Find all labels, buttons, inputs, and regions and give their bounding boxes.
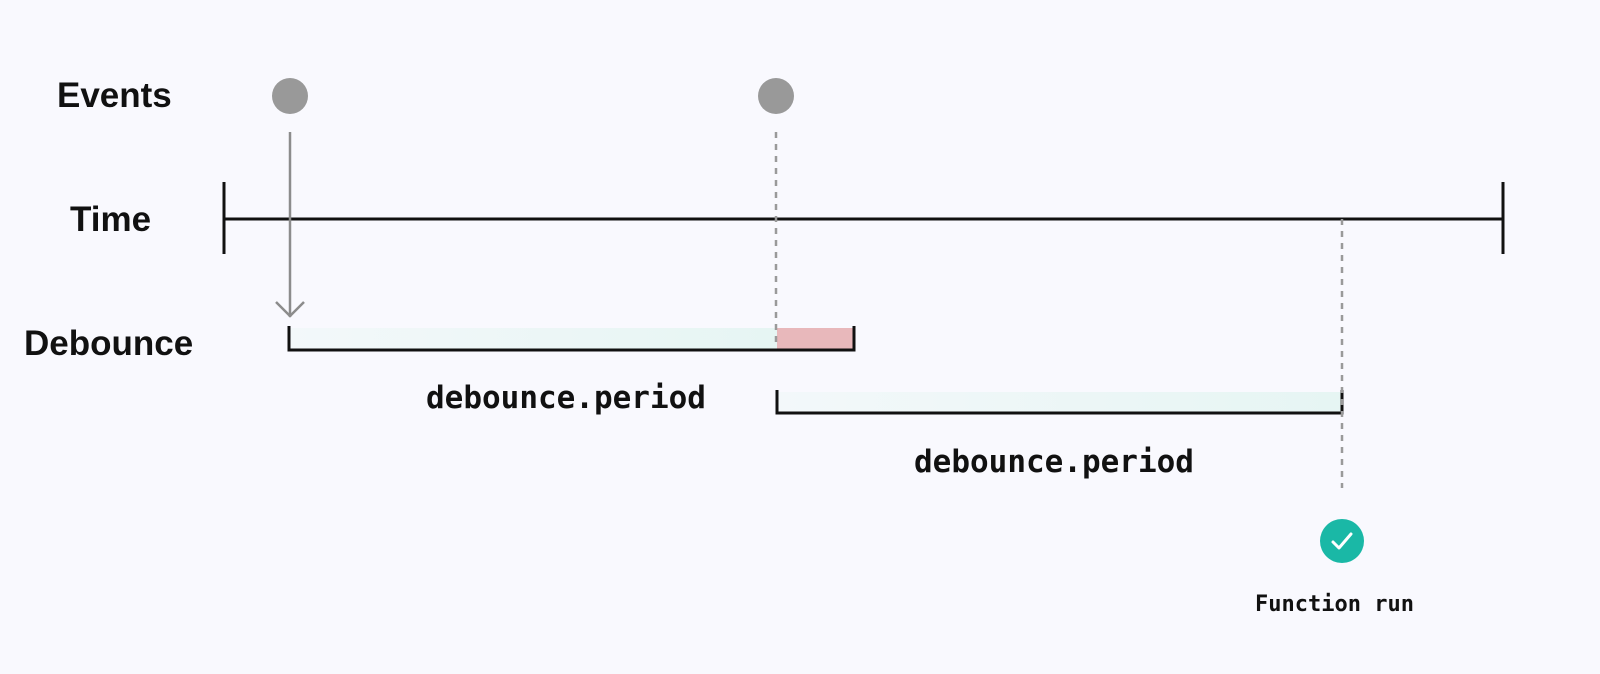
period-1-label: debounce.period [426, 380, 706, 416]
time-row-label: Time [70, 200, 152, 239]
time-axis [222, 182, 1505, 254]
check-icon [1320, 519, 1364, 563]
period-1-bracket [287, 326, 856, 352]
event-1-arrow [275, 132, 305, 318]
debounce-row-label: Debounce [24, 324, 194, 363]
events-row-label: Events [57, 76, 172, 115]
function-run-label: Function run [1255, 592, 1414, 617]
debounce-period-1 [287, 326, 856, 352]
overlap-segment [777, 328, 854, 350]
event-2-dot [758, 78, 794, 114]
debounce-period-2 [775, 390, 1344, 415]
period-1-fill [289, 328, 777, 350]
event-1-dot [272, 78, 308, 114]
period-2-fill [777, 392, 1342, 413]
period-2-label: debounce.period [914, 444, 1194, 480]
